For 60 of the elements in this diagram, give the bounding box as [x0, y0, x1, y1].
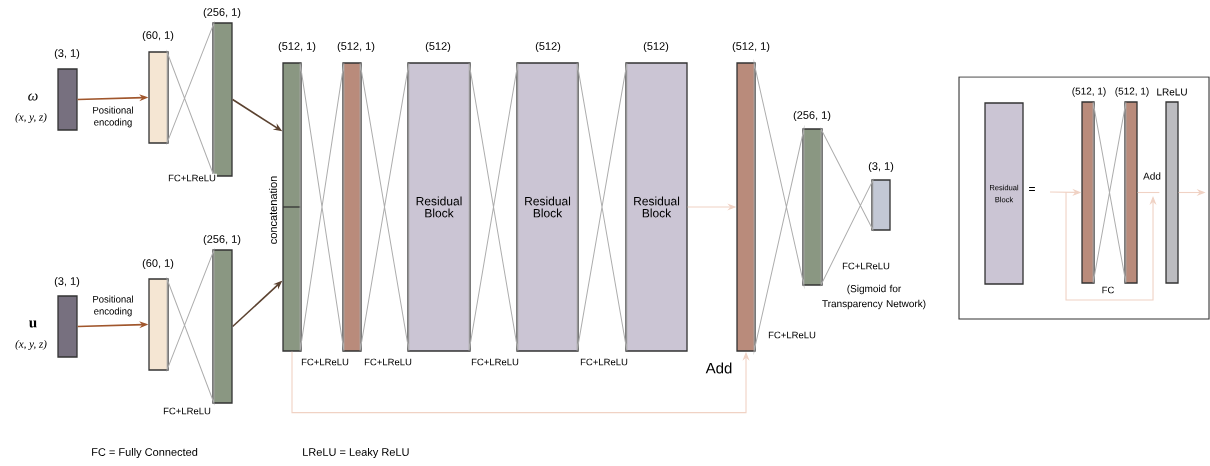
edge-label: FC+LReLU — [841, 261, 891, 271]
size-label: (3, 1) — [54, 276, 80, 288]
size-label: (512, 1) — [1115, 87, 1149, 97]
size-label: (256, 1) — [203, 234, 241, 246]
connector-line — [359, 62, 410, 352]
size-label: (512, 1) — [732, 41, 770, 53]
size-label: (256, 1) — [203, 7, 241, 19]
layer-bar — [148, 51, 169, 144]
size-label: (512, 1) — [278, 41, 316, 53]
layer-bar — [871, 179, 891, 231]
size-label: (512, 1) — [337, 41, 375, 53]
layer-bar — [342, 62, 362, 352]
input-symbol: ω — [28, 93, 38, 101]
connector-line — [576, 62, 628, 352]
edge-label: FC+LReLU — [363, 357, 413, 367]
edge-label: FC+LReLU — [300, 357, 350, 367]
legend-text: LReLU = Leaky ReLU — [303, 447, 409, 459]
add-label: Add — [705, 362, 732, 374]
edge-label: Positional encoding — [82, 294, 144, 318]
size-label: (60, 1) — [142, 258, 174, 270]
size-label: LReLU — [1157, 88, 1187, 96]
coordinate-label: (x, y, z) — [15, 113, 47, 123]
edge-label: FC — [1100, 285, 1116, 295]
layer-bar — [57, 295, 78, 358]
concatenation-label: concatenation — [268, 176, 278, 244]
residual-block: Residual Block — [625, 62, 688, 352]
connector-line — [1137, 191, 1160, 194]
equals-sign: = — [1029, 187, 1035, 191]
connector-line — [166, 22, 215, 177]
size-label: (512) — [643, 41, 669, 53]
size-label: (3, 1) — [54, 48, 80, 60]
connector-line — [468, 62, 519, 352]
edge-label: FC+LReLU — [579, 357, 629, 367]
edge-label: FC+LReLU — [470, 357, 520, 367]
layer-bar — [57, 68, 78, 131]
size-label: (3, 1) — [868, 161, 894, 173]
size-label: (512, 1) — [1072, 87, 1106, 97]
layer-bar — [282, 62, 302, 352]
residual-block: Residual Block — [516, 62, 579, 352]
layer-bar — [736, 62, 756, 352]
note-text: (Sigmoid for Transparency Network) — [822, 284, 926, 310]
layer-bar — [212, 249, 233, 404]
layer-bar — [1165, 101, 1179, 284]
edge-label: FC+LReLU — [162, 406, 212, 416]
layer-bar — [148, 278, 169, 371]
legend-text: FC = Fully Connected — [92, 447, 198, 459]
connector-line — [299, 62, 345, 352]
connector-line — [166, 249, 215, 404]
layer-bar — [1081, 101, 1095, 284]
edge-label: Positional encoding — [82, 105, 144, 129]
input-symbol: u — [29, 320, 37, 328]
coordinate-label: (x, y, z) — [15, 340, 47, 350]
residual-block: Residual Block — [407, 62, 471, 352]
connector-line — [820, 128, 874, 286]
size-label: (512) — [425, 41, 451, 53]
size-label: (512) — [535, 41, 561, 53]
edge-label: Add — [1143, 172, 1161, 180]
edge-label: FC+LReLU — [167, 173, 217, 183]
connector-line — [1092, 101, 1127, 284]
size-label: (60, 1) — [142, 30, 174, 42]
